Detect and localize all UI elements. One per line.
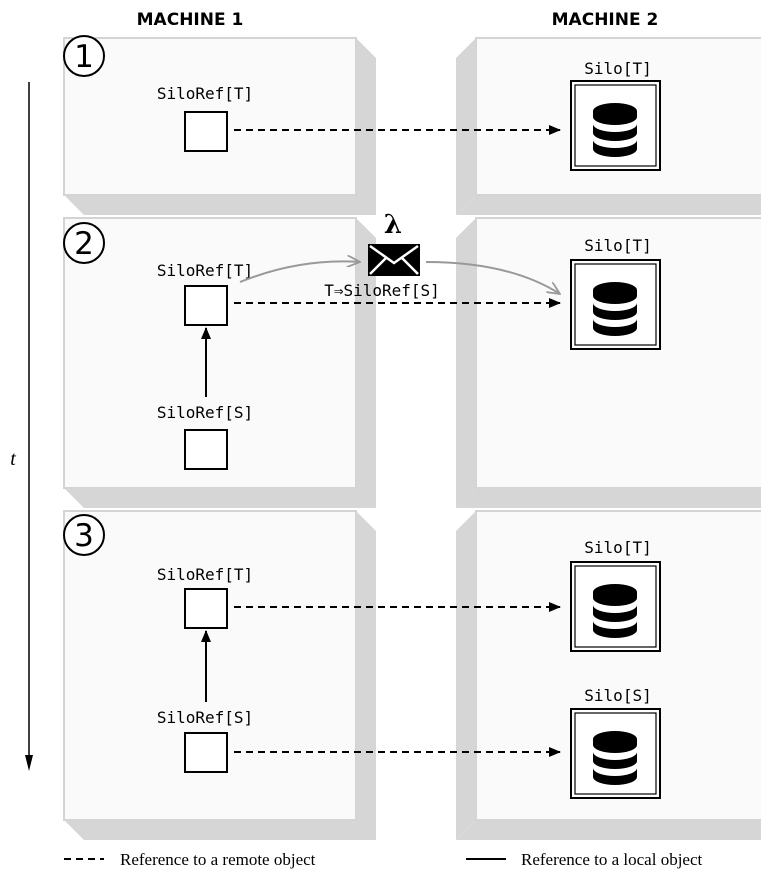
step-3-machine-1-panel xyxy=(63,510,376,840)
step-2: 2 SiloRef[T] SiloRef[S] λ T⇒SiloRef[S] S… xyxy=(63,210,761,508)
step-3-siloref-t-label: SiloRef[T] xyxy=(157,565,253,584)
step-number-1: 1 xyxy=(63,35,105,77)
legend: Reference to a remote object Reference t… xyxy=(64,850,703,869)
svg-text:3: 3 xyxy=(74,518,94,554)
step-3-silo-t-label: Silo[T] xyxy=(584,538,651,557)
svg-text:2: 2 xyxy=(74,226,94,262)
step-3-silo-t-box xyxy=(570,561,661,652)
step-2-silo-t-box xyxy=(570,259,661,350)
machine-2-label: MACHINE 2 xyxy=(552,10,659,30)
step-3: 3 SiloRef[T] SiloRef[S] Silo[T] Silo[S] xyxy=(63,510,761,840)
step-1-silo-t-box xyxy=(570,80,661,171)
step-1-siloref-t-label: SiloRef[T] xyxy=(157,84,253,103)
legend-local-label: Reference to a local object xyxy=(521,850,703,869)
step-number-3: 3 xyxy=(63,514,105,556)
step-2-siloref-s-box xyxy=(184,429,228,470)
legend-remote-label: Reference to a remote object xyxy=(120,850,316,869)
step-3-siloref-s-box xyxy=(184,732,228,773)
step-1: 1 SiloRef[T] Silo[T] xyxy=(63,35,761,215)
time-label: t xyxy=(10,448,16,470)
step-2-message-deliver-arrow xyxy=(425,261,560,294)
step-2-siloref-s-label: SiloRef[S] xyxy=(157,403,253,422)
step-1-siloref-t-box xyxy=(184,111,228,152)
step-3-silo-s-label: Silo[S] xyxy=(584,686,651,705)
step-2-message-label: T⇒SiloRef[S] xyxy=(324,281,440,300)
step-3-siloref-s-label: SiloRef[S] xyxy=(157,708,253,727)
step-number-2: 2 xyxy=(63,222,105,264)
time-axis xyxy=(25,82,33,771)
step-1-silo-t-label: Silo[T] xyxy=(584,59,651,78)
step-2-siloref-t-label: SiloRef[T] xyxy=(157,261,253,280)
step-2-silo-t-label: Silo[T] xyxy=(584,236,651,255)
svg-text:1: 1 xyxy=(74,39,94,75)
step-3-siloref-t-box xyxy=(184,588,228,629)
step-3-silo-s-box xyxy=(570,708,661,799)
step-2-siloref-t-box xyxy=(184,285,228,326)
step-2-message-send-arrow xyxy=(239,261,360,283)
machine-1-label: MACHINE 1 xyxy=(137,10,244,30)
envelope-icon xyxy=(368,244,420,276)
lambda-label: λ xyxy=(384,210,402,240)
